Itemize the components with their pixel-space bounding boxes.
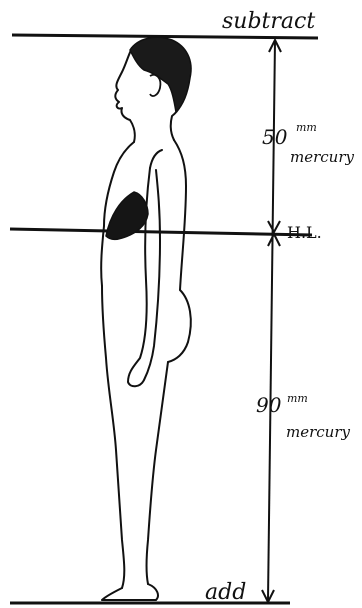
upper-pressure-unit: mercury [290, 148, 355, 166]
heart-level-label: H.L. [287, 223, 322, 242]
hair-shape [130, 37, 191, 112]
heart-level-line [10, 229, 312, 235]
upper-pressure-value: 50 [262, 125, 288, 149]
measure-vertical-line [268, 40, 275, 600]
arrowhead-middle-down-icon [268, 221, 280, 232]
upper-pressure-unit-sup: mm [296, 121, 317, 134]
human-figure-illustration [101, 48, 191, 600]
lower-pressure-value: 90 [256, 393, 282, 417]
subtract-label: subtract [222, 9, 315, 34]
ear-shape [150, 75, 160, 96]
add-label: add [205, 580, 246, 605]
lower-pressure-unit: mercury [286, 423, 351, 441]
lower-pressure-unit-sup: mm [287, 392, 308, 405]
